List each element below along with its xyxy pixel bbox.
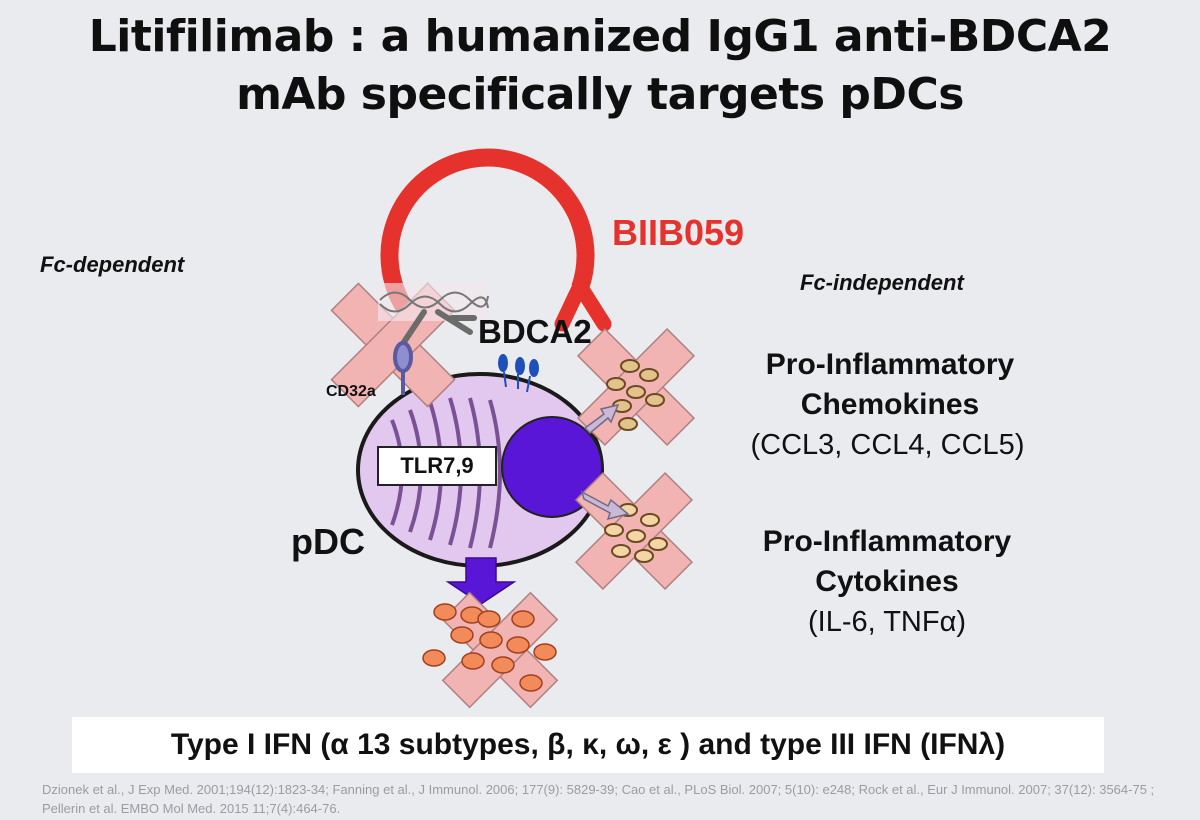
chemokine-granules — [606, 359, 665, 431]
cytokine-granules — [604, 503, 668, 563]
nucleus — [501, 416, 603, 518]
cytokine-arrow — [580, 490, 630, 521]
fc-independent-label: Fc-independent — [800, 270, 964, 295]
slide-title: Litifilimab : a humanized IgG1 anti-BDCA… — [0, 8, 1200, 124]
cytokines-examples: (IL-6, TNFα) — [807, 606, 966, 638]
pdc-label: pDC — [291, 521, 365, 562]
cd32a-receptor — [393, 341, 413, 395]
ifn-down-arrow — [445, 557, 517, 605]
chemokines-examples: (CCL3, CCL4, CCL5) — [750, 429, 1025, 461]
cytokines-group: Pro-Inflammatory Cytokines (IL-6, TNFα) — [722, 522, 1052, 642]
bdca2-receptor-glyphs — [498, 354, 539, 393]
title-line-2: mAb specifically targets pDCs — [236, 69, 964, 120]
chemokines-heading-line1: Pro-Inflammatory — [765, 348, 1015, 381]
chemokines-heading-line2: Chemokines — [800, 388, 980, 421]
fc-dependent-label: Fc-dependent — [40, 252, 185, 277]
cytokines-heading-line2: Cytokines — [815, 565, 959, 598]
antibody-fork — [554, 278, 612, 332]
chemokines-group: Pro-Inflammatory Chemokines (CCL3, CCL4,… — [730, 345, 1050, 465]
cd32a-label: CD32a — [326, 383, 376, 400]
dna-strand — [379, 291, 489, 313]
ifn-granules — [422, 603, 557, 692]
bdca2-label: BDCA2 — [478, 313, 592, 350]
antibody-label: BIIB059 — [612, 212, 745, 253]
antibody-loop — [380, 148, 595, 324]
tlr-label-box: TLR7,9 — [377, 446, 497, 486]
chemokine-arrow — [583, 403, 620, 435]
ifn-statement: Type I IFN (α 13 subtypes, β, κ, ω, ε ) … — [72, 717, 1104, 773]
cytokines-heading-line1: Pro-Inflammatory — [762, 525, 1012, 558]
title-line-1: Litifilimab : a humanized IgG1 anti-BDCA… — [88, 11, 1112, 62]
references: Dzionek et al., J Exp Med. 2001;194(12):… — [42, 782, 1155, 816]
